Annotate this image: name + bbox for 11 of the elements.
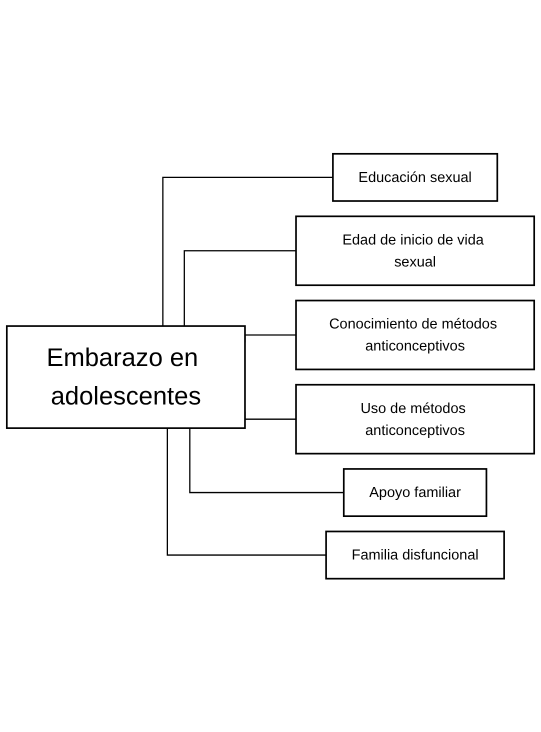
- node-box: Familia disfuncional: [325, 530, 505, 580]
- node-box: Edad de inicio de vida sexual: [295, 215, 536, 286]
- node-box: Conocimiento de métodos anticonceptivos: [295, 299, 536, 370]
- node-box: Uso de métodos anticonceptivos: [295, 384, 536, 454]
- connector: [162, 176, 333, 326]
- connector: [189, 428, 344, 493]
- node-box: Educación sexual: [332, 152, 498, 202]
- node-box: Embarazo en adolescentes: [6, 324, 246, 429]
- node-box: Apoyo familiar: [342, 468, 488, 517]
- connector: [184, 250, 296, 326]
- connector: [166, 428, 326, 556]
